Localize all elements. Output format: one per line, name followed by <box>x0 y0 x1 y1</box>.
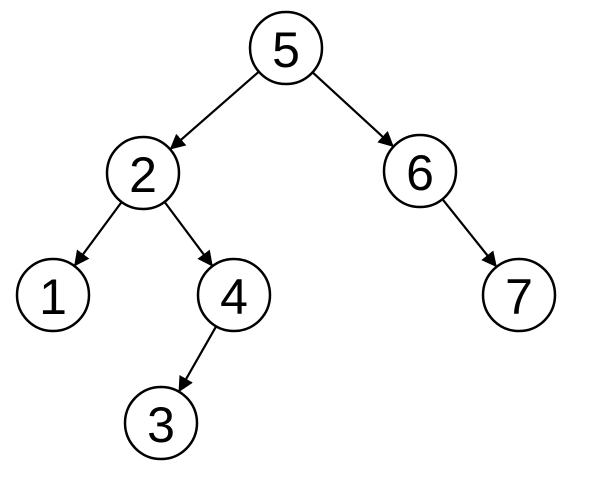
tree-node-5: 5 <box>248 10 324 86</box>
tree-node-1: 1 <box>15 257 91 333</box>
edge-5-to-2 <box>169 70 260 150</box>
tree-node-7: 7 <box>481 257 557 333</box>
edges-group <box>74 70 497 393</box>
node-circle <box>196 257 272 333</box>
edge-6-to-7 <box>441 198 497 268</box>
node-label: 5 <box>272 22 300 78</box>
edge-4-to-3 <box>178 325 218 393</box>
node-label: 2 <box>129 147 157 203</box>
tree-node-6: 6 <box>382 133 458 209</box>
node-label: 6 <box>406 145 434 201</box>
nodes-group: 5 2 6 1 4 7 3 <box>15 10 557 461</box>
node-circle <box>481 257 557 333</box>
tree-node-4: 4 <box>196 257 272 333</box>
tree-node-3: 3 <box>123 385 199 461</box>
node-label: 3 <box>147 397 175 453</box>
edge-2-to-4 <box>163 201 213 267</box>
edge-2-to-1 <box>74 201 123 267</box>
edge-5-to-6 <box>311 71 394 148</box>
node-label: 1 <box>39 269 67 325</box>
node-circle <box>105 135 181 211</box>
node-circle <box>123 385 199 461</box>
node-circle <box>248 10 324 86</box>
tree-node-2: 2 <box>105 135 181 211</box>
node-label: 4 <box>220 269 248 325</box>
node-circle <box>15 257 91 333</box>
node-circle <box>382 133 458 209</box>
node-label: 7 <box>505 269 533 325</box>
